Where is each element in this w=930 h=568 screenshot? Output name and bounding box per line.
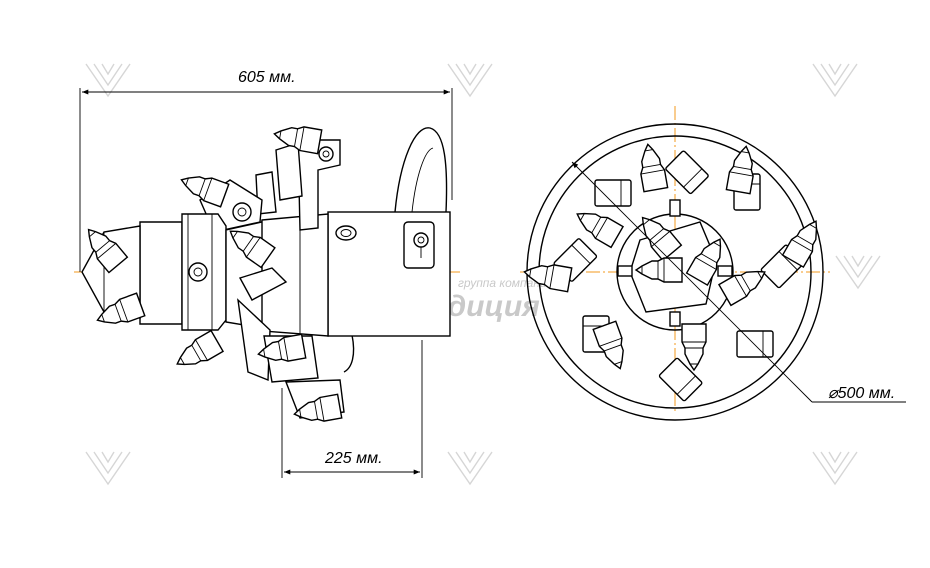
diameter-label: ⌀500 мм. bbox=[828, 385, 895, 402]
dimension-overall-length: 605 мм. bbox=[79, 69, 453, 272]
overall-length-label: 605 мм. bbox=[238, 69, 296, 86]
mount-length-label: 225 мм. bbox=[324, 450, 383, 467]
front-view bbox=[520, 106, 830, 421]
dimension-diameter: ⌀500 мм. bbox=[571, 161, 906, 403]
watermark-company-line: группа компаний bbox=[458, 276, 554, 290]
side-view bbox=[74, 121, 460, 427]
dimension-mount-length: 225 мм. bbox=[281, 340, 423, 478]
